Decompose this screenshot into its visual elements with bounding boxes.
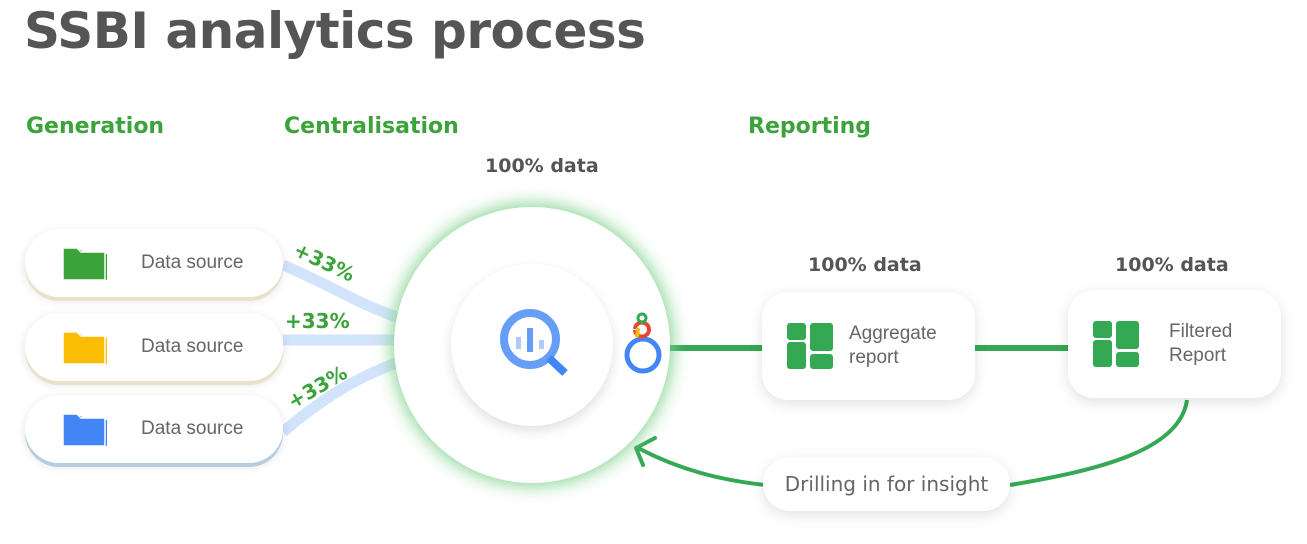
section-centralisation: Centralisation xyxy=(284,114,459,139)
looker-icon xyxy=(624,312,662,374)
folder-icon xyxy=(63,331,107,365)
aggregate-report-title: Aggregate xyxy=(849,323,937,344)
drill-arrow-curve xyxy=(637,446,766,487)
contribution-label-2: +33% xyxy=(285,309,350,333)
folder-icon xyxy=(63,247,107,281)
data-source-2: Data source xyxy=(25,313,283,381)
data-source-label: Data source xyxy=(141,418,244,439)
bigquery-icon xyxy=(500,309,568,376)
aggregate-report-card: Aggregate report xyxy=(762,292,975,400)
data-source-label: Data source xyxy=(141,252,244,273)
filtered-report-title: Filtered xyxy=(1169,321,1233,342)
data-source-3: Data source xyxy=(25,395,283,463)
drill-curve xyxy=(1009,399,1189,487)
section-generation: Generation xyxy=(26,114,165,139)
flow-line-3 xyxy=(279,356,402,437)
aggregate-report-subtitle: report xyxy=(849,347,899,368)
arrow-head-icon xyxy=(634,436,657,467)
folder-icon xyxy=(63,413,107,447)
page-title: SSBI analytics process xyxy=(24,2,646,60)
filtered-report-subtitle: Report xyxy=(1169,345,1227,366)
data-source-label: Data source xyxy=(141,336,244,357)
dashboard-icon xyxy=(787,323,833,369)
filtered-data-label: 100% data xyxy=(1115,254,1229,276)
dashboard-icon xyxy=(1093,321,1139,367)
drill-in-pill: Drilling in for insight xyxy=(763,457,1010,511)
flow-line-1 xyxy=(280,259,402,324)
section-reporting: Reporting xyxy=(748,114,872,139)
drill-in-label: Drilling in for insight xyxy=(784,472,989,496)
hub-data-label: 100% data xyxy=(485,155,599,177)
data-source-1: Data source xyxy=(25,229,283,297)
aggregate-data-label: 100% data xyxy=(808,254,922,276)
